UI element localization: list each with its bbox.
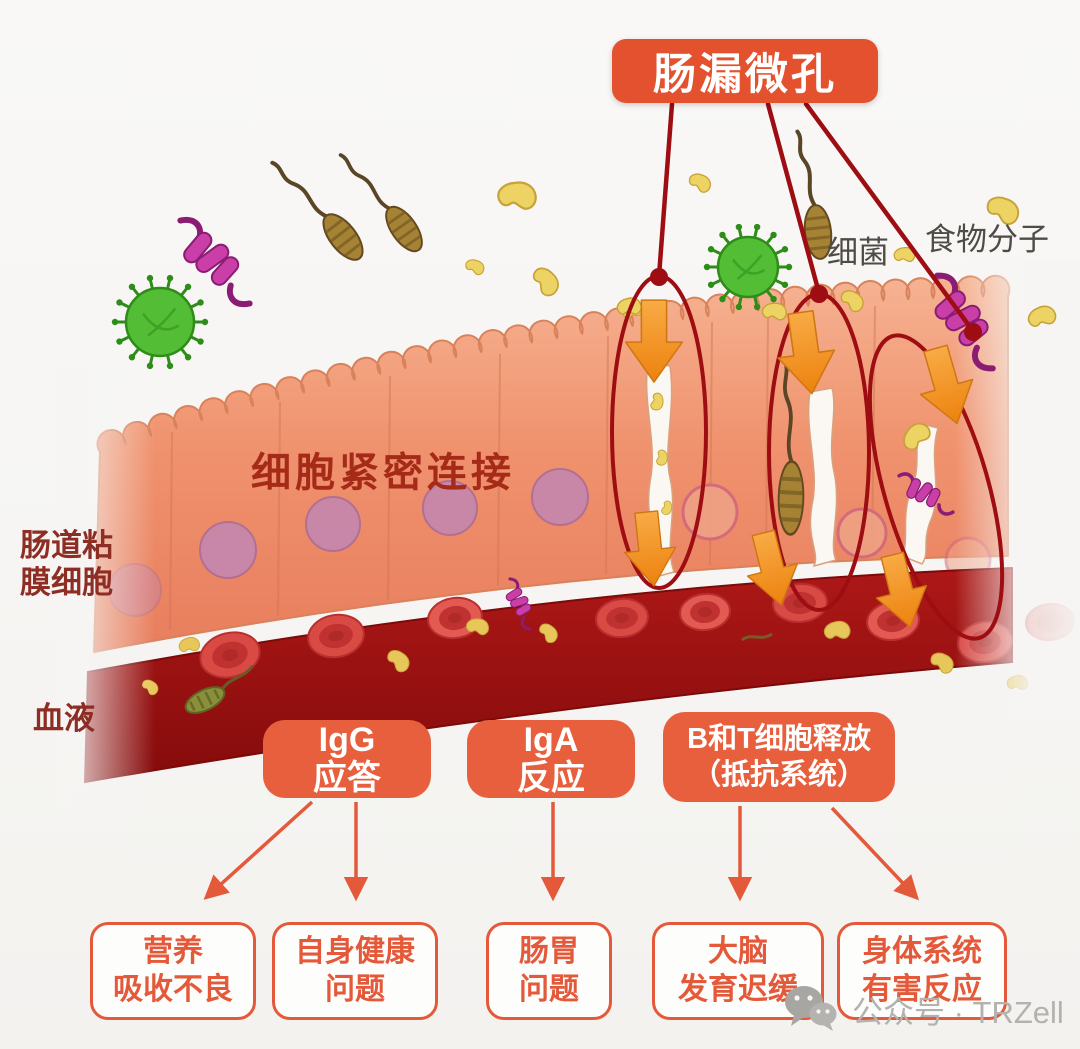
watermark-text: 公众号 · TRZell xyxy=(852,994,1064,1030)
tight-junction-label: 细胞紧密连接 xyxy=(251,451,515,495)
igg-line1: IgG xyxy=(318,721,376,759)
outcome1-line2: 吸收不良 xyxy=(113,973,233,1006)
bt-line1: B和T细胞释放 xyxy=(687,723,871,755)
outcome-box-gi-problems: 肠胃 问题 xyxy=(486,922,612,1020)
response-box-bt-cells: B和T细胞释放 （抵抗系统） xyxy=(663,712,895,802)
outcome-box-own-health: 自身健康 问题 xyxy=(272,922,438,1020)
bacteria-label: 细菌 xyxy=(827,235,889,270)
title-banner: 肠漏微孔 xyxy=(612,39,878,103)
outcome2-line2: 问题 xyxy=(325,973,385,1006)
response-box-iga: IgA 反应 xyxy=(467,720,635,798)
outcome3-line1: 肠胃 xyxy=(519,935,579,968)
response-box-igg: IgG 应答 xyxy=(263,720,431,798)
iga-line2: 反应 xyxy=(517,759,585,797)
iga-line1: IgA xyxy=(523,721,579,759)
outcome4-line2: 发育迟缓 xyxy=(678,973,798,1006)
virus-particles xyxy=(111,223,793,370)
outcome4-line1: 大脑 xyxy=(708,935,768,968)
mucosa-label-line2: 膜细胞 xyxy=(20,565,113,600)
watermark: 公众号 · TRZell xyxy=(782,983,1064,1035)
title-label: 肠漏微孔 xyxy=(653,51,837,99)
food-molecules-label: 食物分子 xyxy=(925,222,1049,257)
outcome2-line1: 自身健康 xyxy=(295,935,415,968)
outcome1-line1: 营养 xyxy=(143,935,203,968)
outcome-box-body-harm: 身体系统 有害反应 xyxy=(837,922,1007,1020)
left-fade xyxy=(55,370,155,810)
bt-line2: （抵抗系统） xyxy=(691,759,866,791)
igg-line2: 应答 xyxy=(313,759,381,797)
outcome5-line2: 有害反应 xyxy=(862,973,982,1006)
blood-label: 血液 xyxy=(33,701,95,736)
mucosa-cells-label: 肠道粘 膜细胞 xyxy=(20,527,113,601)
wechat-icon xyxy=(785,986,837,1031)
flow-arrows xyxy=(203,800,920,902)
outcome3-line2: 问题 xyxy=(519,973,579,1006)
leak-pointer-dots xyxy=(650,268,982,341)
outcome5-line1: 身体系统 xyxy=(862,935,982,968)
outcome-box-malabsorption: 营养 吸收不良 xyxy=(90,922,256,1020)
blood-particles xyxy=(139,573,1030,714)
mucosa-label-line1: 肠道粘 xyxy=(20,528,113,563)
